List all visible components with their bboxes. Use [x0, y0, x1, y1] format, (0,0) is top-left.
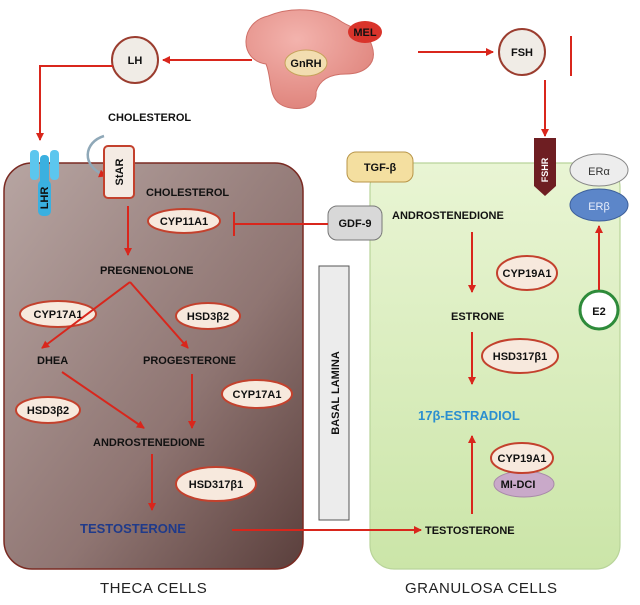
theca-cyp11a1-badge — [147, 208, 221, 234]
granulosa-cyp19a1-top-label: CYP19A1 — [503, 268, 552, 280]
cholesterol-entry-curve — [86, 134, 107, 178]
lh-label: LH — [128, 55, 143, 67]
star-box — [103, 145, 135, 199]
gdf9-label: GDF-9 — [339, 218, 372, 230]
er-alpha-node — [569, 153, 629, 187]
lhr-receptor — [30, 150, 59, 216]
er-beta-node — [569, 188, 629, 222]
theca-hsd17b1-badge — [175, 466, 257, 502]
theca-progesterone-label: PROGESTERONE — [143, 355, 236, 367]
theca-hsd3b2-left-label: HSD3β2 — [27, 405, 69, 417]
theca-hsd17b1-label: HSD317β1 — [189, 479, 243, 491]
theca-cyp11a1-label: CYP11A1 — [160, 216, 208, 228]
fshr-label: FSHR — [540, 157, 550, 182]
gnrh-label: GnRH — [290, 58, 321, 70]
theca-cyp17a1-left-badge — [19, 300, 97, 328]
arrow-dhea-to-androstenedione — [61, 371, 145, 429]
granulosa-testosterone-label: TESTOSTERONE — [425, 525, 515, 537]
lhr-label: LHR — [39, 187, 51, 210]
granulosa-cyp19a1-bottom-badge — [490, 442, 554, 474]
granulosa-midci-label: MI-DCI — [501, 479, 536, 491]
granulosa-hsd17b1-label: HSD317β1 — [493, 351, 547, 363]
mel-node — [348, 21, 382, 43]
theca-cyp17a1-right-badge — [221, 379, 293, 409]
theca-hsd3b2-right-badge — [175, 302, 241, 330]
granulosa-estrone-label: ESTRONE — [451, 311, 504, 323]
mel-label: MEL — [353, 27, 377, 39]
theca-hsd3b2-right-label: HSD3β2 — [187, 311, 229, 323]
theca-pregnenolone-label: PREGNENOLONE — [100, 265, 194, 277]
gnrh-node — [284, 49, 328, 77]
er-beta-label: ERβ — [588, 201, 610, 213]
theca-testosterone-label: TESTOSTERONE — [80, 521, 186, 536]
arrow-pregnenolone-to-dhea — [41, 281, 131, 349]
lh-node — [111, 36, 159, 84]
basal-lamina: BASAL LAMINA — [318, 265, 350, 521]
tgf-beta-label: TGF-β — [364, 162, 397, 174]
arrow-pregnenolone-to-progesterone — [129, 281, 189, 349]
tgf-beta-box — [346, 151, 414, 183]
granulosa-cyp19a1-top-badge — [496, 255, 558, 291]
granulosa-title: GRANULOSA CELLS — [405, 580, 558, 597]
granulosa-estradiol-label: 17β-ESTRADIOL — [418, 408, 520, 423]
e2-label: E2 — [592, 306, 605, 318]
fsh-node — [498, 28, 546, 76]
star-label: StAR — [114, 159, 126, 186]
theca-cyp17a1-right-label: CYP17A1 — [233, 389, 282, 401]
fsh-label: FSH — [511, 47, 533, 59]
cholesterol-outside-label: CHOLESTEROL — [108, 112, 191, 124]
theca-title: THECA CELLS — [100, 580, 207, 597]
theca-cholesterol-label: CHOLESTEROL — [146, 187, 229, 199]
granulosa-cyp19a1-bottom-label: CYP19A1 — [498, 453, 547, 465]
arrow-lh-to-lhr — [36, 65, 113, 141]
basal-lamina-label: BASAL LAMINA — [330, 351, 342, 435]
theca-dhea-label: DHEA — [37, 355, 68, 367]
e2-node — [578, 289, 620, 331]
theca-cyp17a1-left-label: CYP17A1 — [34, 309, 83, 321]
theca-androstenedione-label: ANDROSTENEDIONE — [93, 437, 205, 449]
granulosa-hsd17b1-badge — [481, 338, 559, 374]
granulosa-androstenedione-label: ANDROSTENEDIONE — [392, 210, 504, 222]
theca-hsd3b2-left-badge — [15, 396, 81, 424]
er-alpha-label: ERα — [588, 166, 610, 178]
fshr-receptor — [534, 138, 556, 196]
